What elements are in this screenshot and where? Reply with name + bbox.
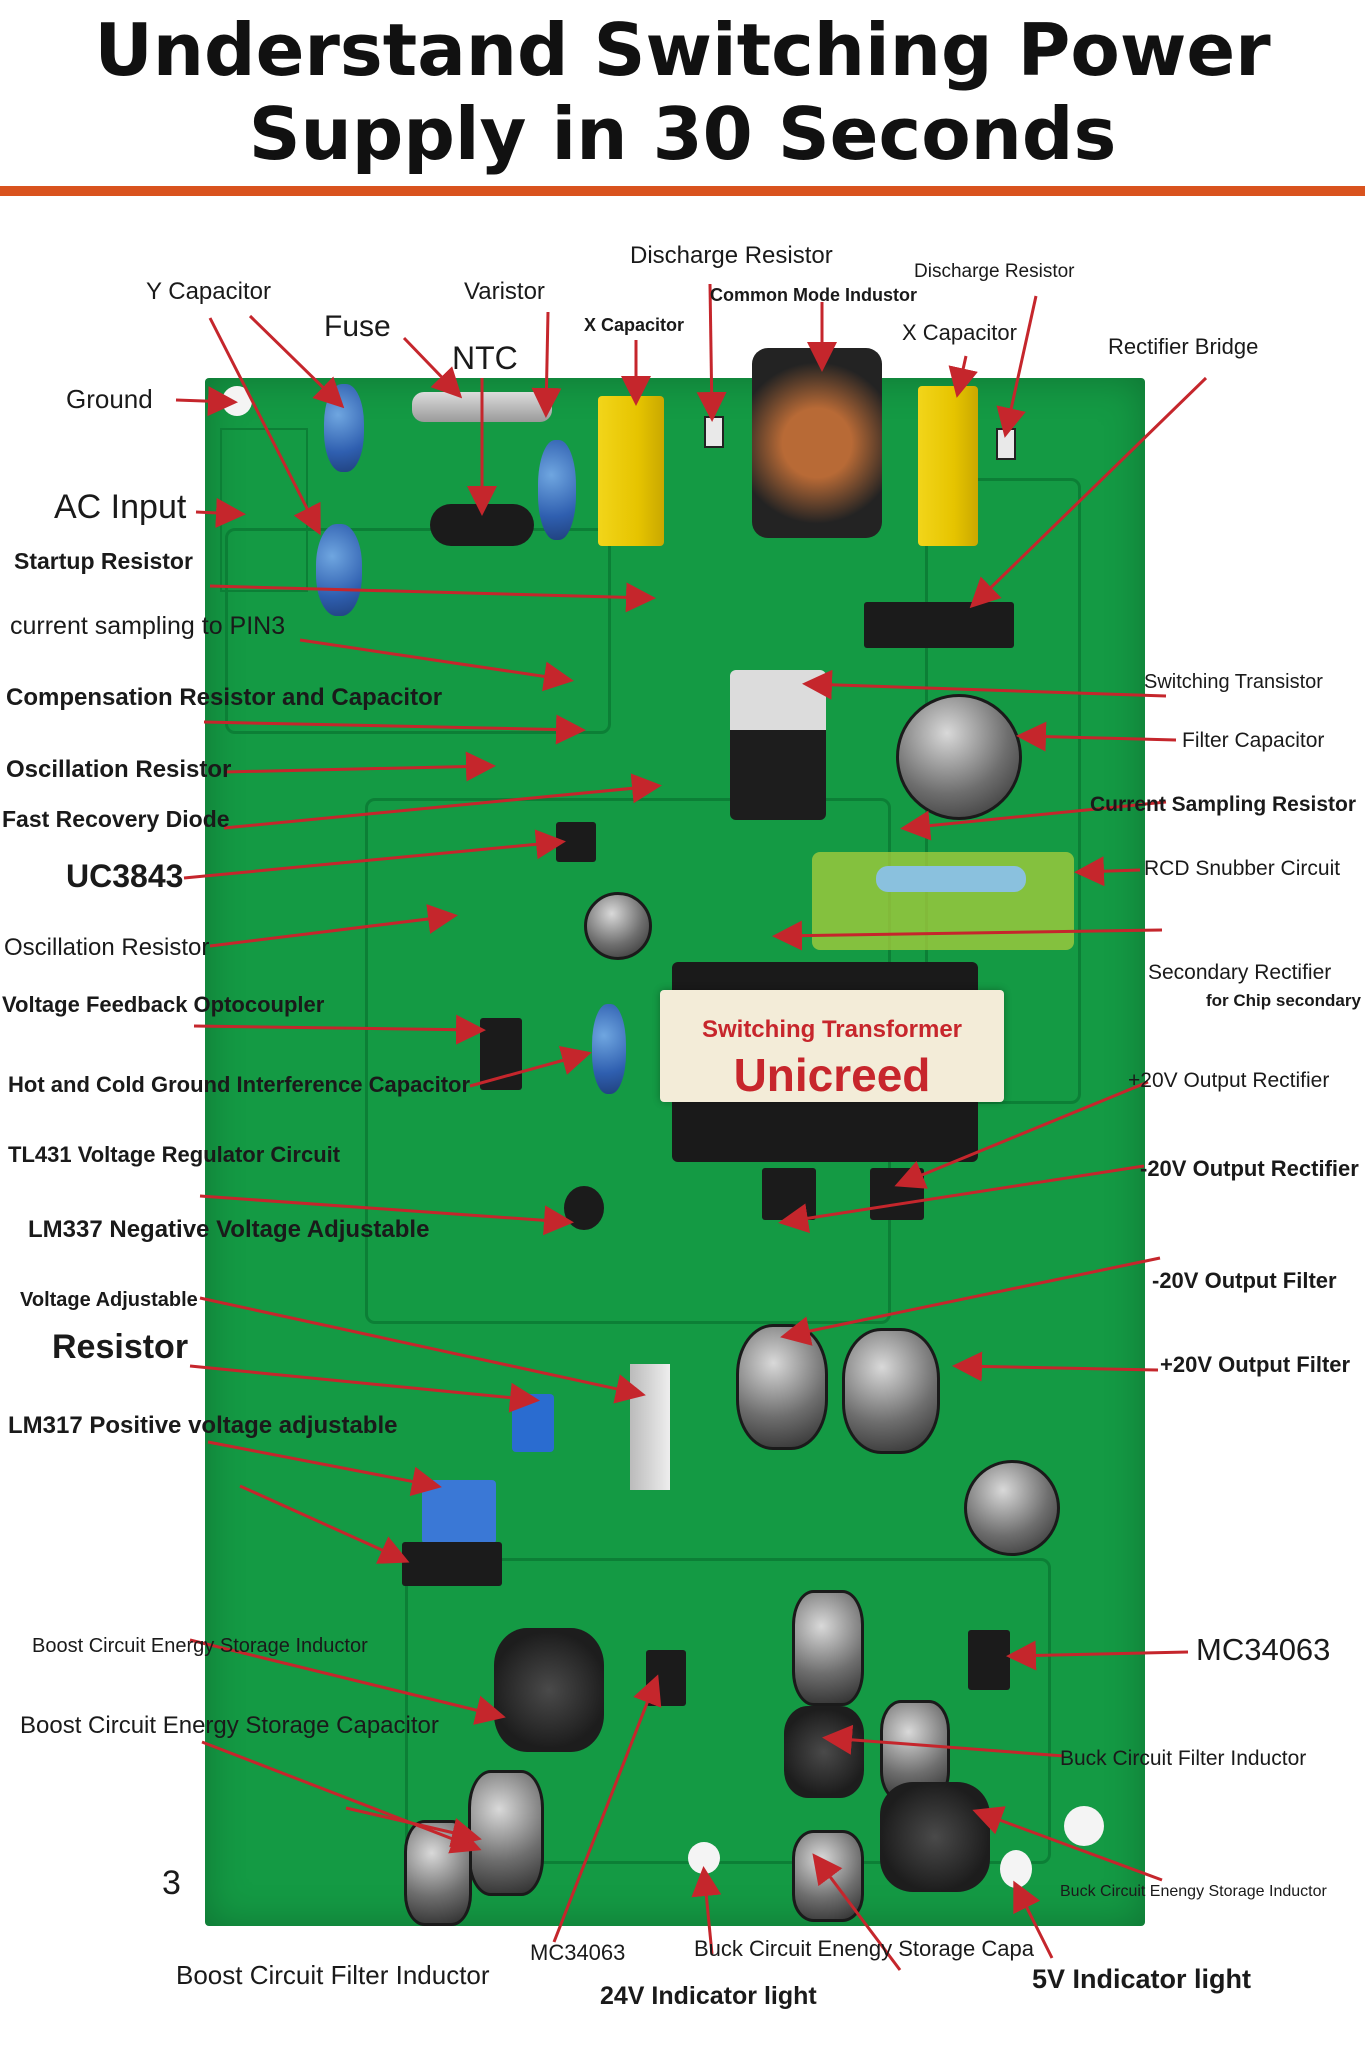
label-voltage-feedback-optocoupler: Voltage Feedback Optocoupler [2,992,325,1017]
output-rectifier [762,1168,816,1220]
varistor [538,440,576,540]
indicator-led-top [1064,1806,1104,1846]
label-fast-recovery-diode: Fast Recovery Diode [2,806,230,832]
common-mode-inductor [752,348,882,538]
optocoupler [480,1018,522,1090]
label-buck-filter-inductor: Buck Circuit Filter Inductor [1060,1747,1307,1770]
filter-capacitor [896,694,1022,820]
label-filter-capacitor: Filter Capacitor [1182,729,1325,752]
label-boost-storage-capacitor: Boost Circuit Energy Storage Capacitor [20,1712,439,1739]
label-boost-filter-inductor: Boost Circuit Filter Inductor [176,1960,490,1990]
boost-storage-inductor [494,1628,604,1752]
label-x-capacitor: X Capacitor [584,315,685,335]
label-minus20-rectifier: -20V Output Rectifier [1140,1156,1359,1181]
label-common-mode-inductor: Common Mode Industor [710,285,917,305]
label-buck-storage-inductor: Buck Circuit Enengy Storage Inductor [1060,1883,1327,1900]
label-resistor: Resistor [52,1328,189,1366]
x-capacitor [598,396,664,546]
lm337-regulator [630,1364,670,1490]
page-number: 3 [162,1864,181,1902]
boost-storage-capacitor [468,1770,544,1896]
title-line-1: Understand Switching Power [94,8,1271,92]
page-title: Understand Switching Power Supply in 30 … [0,8,1365,176]
label-minus20-filter: -20V Output Filter [1152,1268,1337,1293]
label-varistor: Varistor [464,278,545,305]
indicator-led-5v [1000,1850,1032,1888]
electrolytic-capacitor [584,892,652,960]
label-startup-resistor: Startup Resistor [14,548,193,574]
label-hot-cold-ground: Hot and Cold Ground Interference Capacit… [8,1072,471,1097]
label-current-sampling-resistor: Current Sampling Resistor [1090,793,1357,816]
buck-capacitor [792,1590,864,1706]
label-ac-input: AC Input [54,488,187,526]
label-y-capacitor: Y Capacitor [146,278,271,305]
label-rcd-snubber: RCD Snubber Circuit [1144,857,1341,880]
label-mc34063-bottom: MC34063 [530,1940,626,1965]
label-rectifier-bridge: Rectifier Bridge [1108,334,1259,359]
label-switching-transistor: Switching Transistor [1144,671,1323,693]
mc34063-chip [968,1630,1010,1690]
label-x-capacitor-2: X Capacitor [902,320,1017,345]
label-buck-storage-capacitor: Buck Circuit Enengy Storage Capa [694,1936,1034,1961]
label-ground: Ground [66,384,153,414]
ntc-thermistor [430,504,534,546]
label-ntc: NTC [452,340,518,376]
title-line-2: Supply in 30 Seconds [248,92,1117,176]
label-oscillation-resistor: Oscillation Resistor [6,756,232,783]
output-filter-capacitor [736,1324,828,1450]
indicator-led-24v [688,1842,720,1874]
label-boost-storage-inductor: Boost Circuit Energy Storage Inductor [32,1635,368,1657]
label-24v-indicator: 24V Indicator light [600,1982,817,2010]
ac-input-connector [220,428,308,592]
label-plus20-rectifier: +20V Output Rectifier [1128,1069,1330,1092]
buck-storage-inductor [880,1782,990,1892]
mc34063-chip [646,1650,686,1706]
electrolytic-capacitor [964,1460,1060,1556]
lm317-body [402,1542,502,1586]
trace [225,528,611,734]
label-uc3843: UC3843 [66,858,184,894]
trimmer-resistor [512,1394,554,1452]
label-current-sampling-pin3: current sampling to PIN3 [10,612,286,640]
ground-pad [222,386,252,416]
switching-transistor [730,670,826,820]
interference-capacitor [592,1004,626,1094]
title-divider [0,186,1365,196]
label-fuse: Fuse [324,310,391,343]
label-voltage-adjustable: Voltage Adjustable [20,1289,198,1311]
fuse [412,392,552,422]
y-capacitor [324,384,364,472]
y-capacitor [316,524,362,616]
output-rectifier [870,1168,924,1220]
label-5v-indicator: 5V Indicator light [1032,1964,1252,1994]
tl431 [564,1186,604,1230]
label-lm337: LM337 Negative Voltage Adjustable [28,1216,430,1243]
rectifier-bridge [864,602,1014,648]
lm317-regulator [422,1480,496,1544]
discharge-resistor [996,428,1016,460]
transformer-brand: Unicreed [733,1049,931,1101]
label-compensation: Compensation Resistor and Capacitor [6,684,443,711]
label-discharge-resistor-2: Discharge Resistor [914,261,1075,282]
label-mc34063-right: MC34063 [1196,1632,1331,1667]
x-capacitor [918,386,978,546]
label-oscillation-resistor-2: Oscillation Resistor [4,934,210,961]
boost-filter-capacitor [404,1820,472,1926]
rcd-resistor [876,866,1026,892]
label-for-chip-secondary: for Chip secondary [1206,991,1361,1010]
output-filter-capacitor [842,1328,940,1454]
label-tl431: TL431 Voltage Regulator Circuit [8,1142,341,1167]
uc3843-chip [556,822,596,862]
transformer-title: Switching Transformer [701,1016,963,1043]
label-discharge-resistor: Discharge Resistor [630,242,833,269]
discharge-resistor [704,416,724,448]
label-lm317: LM317 Positive voltage adjustable [8,1412,398,1439]
buck-storage-capacitor [792,1830,864,1922]
label-secondary-rectifier: Secondary Rectifier [1148,961,1332,984]
label-plus20-filter: +20V Output Filter [1160,1352,1351,1377]
buck-filter-inductor [784,1706,864,1798]
